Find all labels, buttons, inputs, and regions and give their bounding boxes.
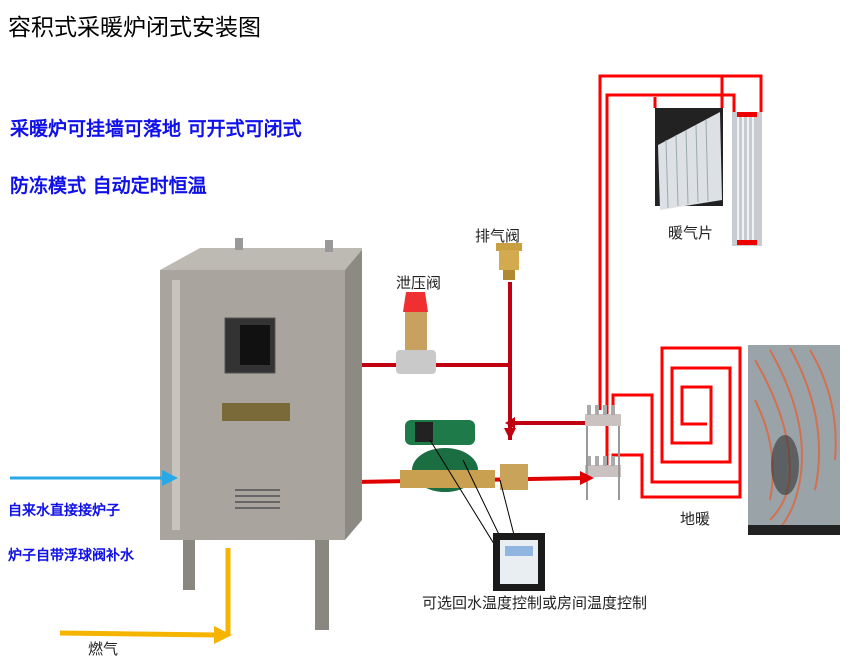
relief-valve-label: 泄压阀 bbox=[396, 274, 442, 292]
feature-text: 采暖炉可挂墙可落地 可开式可闭式 bbox=[10, 118, 302, 140]
water-inlet-pipe bbox=[10, 470, 178, 486]
radiator-column-image bbox=[732, 112, 762, 246]
manifold bbox=[585, 405, 621, 500]
feature-text: 防冻模式 自动定时恒温 bbox=[10, 175, 207, 197]
air-vent-image bbox=[496, 243, 522, 280]
page-title: 容积式采暖炉闭式安装图 bbox=[8, 15, 261, 41]
flow-arrow-icon bbox=[504, 428, 516, 440]
flow-arrow-icon bbox=[580, 471, 594, 485]
boiler bbox=[160, 238, 362, 630]
floor-heating-coil bbox=[611, 346, 742, 499]
controller-label: 可选回水温度控制或房间温度控制 bbox=[422, 594, 648, 612]
floor-heating-photo bbox=[748, 345, 840, 535]
gas-arrow-icon bbox=[214, 626, 232, 644]
radiator-pipes bbox=[598, 74, 763, 470]
main-pipes bbox=[354, 282, 586, 484]
floor-heating-label: 地暖 bbox=[680, 510, 711, 528]
air-vent-label: 排气阀 bbox=[475, 227, 521, 245]
gas-label: 燃气 bbox=[88, 640, 119, 658]
float-valve-label: 炉子自带浮球阀补水 bbox=[8, 548, 134, 564]
gas-pipe bbox=[59, 548, 231, 638]
relief-valve-image bbox=[396, 292, 436, 374]
check-valve-image bbox=[500, 464, 528, 490]
circulation-pump-image bbox=[400, 420, 495, 492]
water-inlet-label: 自来水直接接炉子 bbox=[8, 503, 120, 519]
flow-arrow-icon bbox=[505, 417, 515, 429]
radiator-panel-image bbox=[655, 108, 723, 210]
radiator-label: 暖气片 bbox=[668, 224, 714, 242]
temperature-controller bbox=[429, 439, 545, 591]
